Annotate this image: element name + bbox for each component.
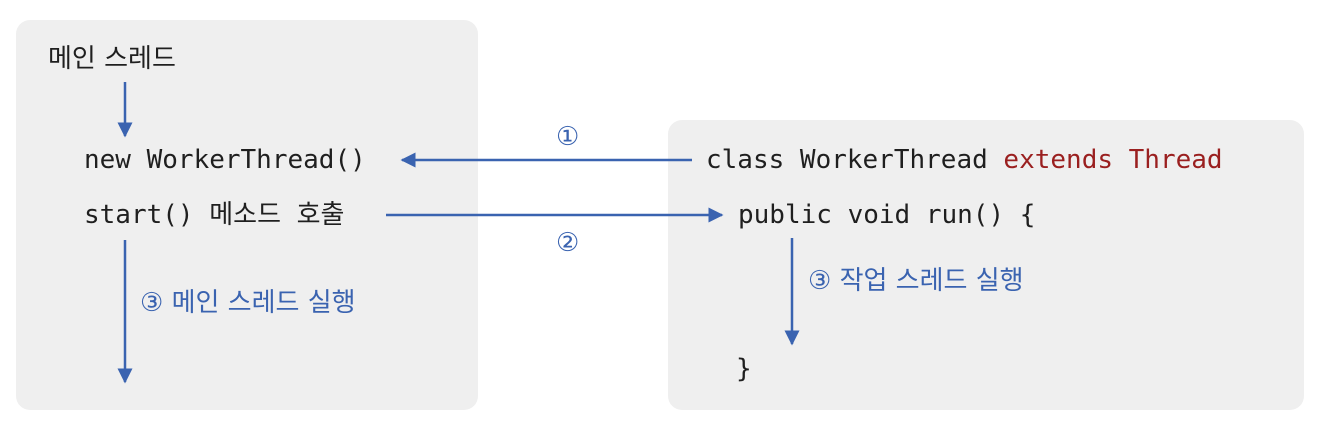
closing-brace: } bbox=[736, 354, 752, 384]
extends-keyword: extends Thread bbox=[1003, 145, 1223, 175]
class-declaration: class WorkerThread extends Thread bbox=[706, 147, 1223, 173]
step-1-label: ① bbox=[556, 122, 580, 152]
worker-thread-panel bbox=[668, 120, 1304, 410]
new-worker-call: new WorkerThread() bbox=[84, 145, 366, 175]
main-thread-title: 메인 스레드 bbox=[48, 44, 176, 74]
start-method-call: start() 메소드 호출 bbox=[84, 200, 345, 230]
worker-thread-run-label: ③ 작업 스레드 실행 bbox=[808, 266, 1024, 296]
class-declaration-prefix: class WorkerThread bbox=[706, 145, 1004, 175]
run-method-signature: public void run() { bbox=[738, 200, 1036, 230]
step-2-label: ② bbox=[556, 228, 580, 258]
main-thread-run-label: ③ 메인 스레드 실행 bbox=[140, 288, 356, 318]
